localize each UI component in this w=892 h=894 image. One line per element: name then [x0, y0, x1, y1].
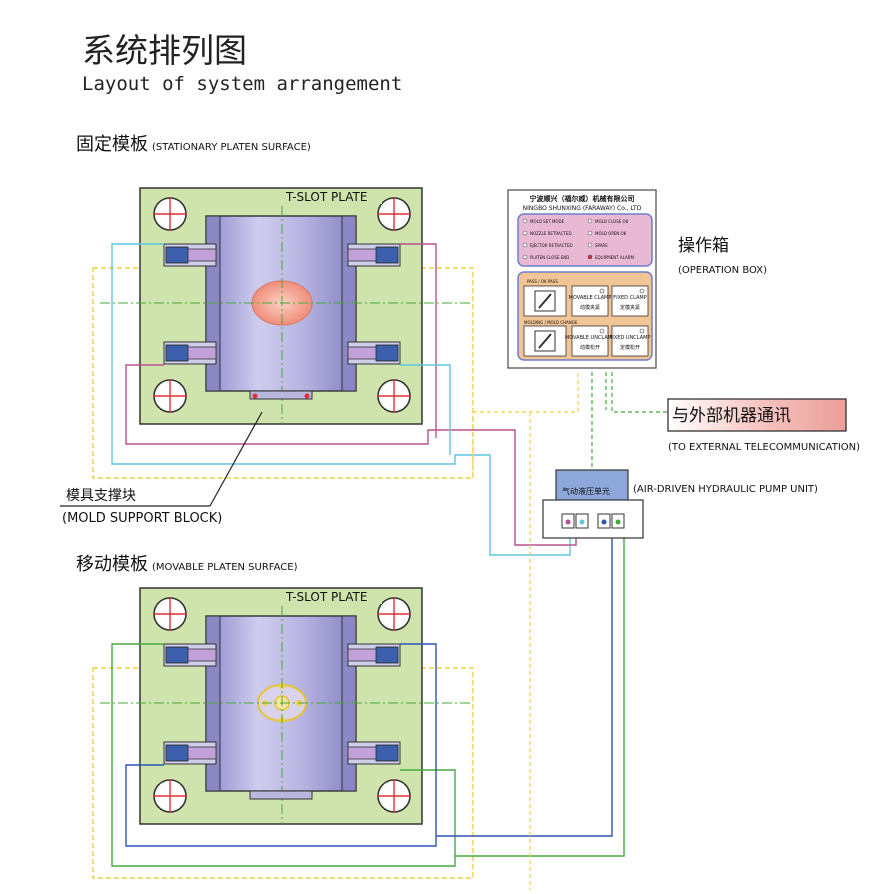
selector-switch-mode[interactable]: [523, 325, 567, 357]
button-label: MOVABLE UNCLAMP: [565, 335, 615, 341]
indicator-label: SPARE: [595, 243, 608, 248]
stationary-platen: T-SLOT PLATE: [100, 187, 470, 425]
pump-label-en: (AIR-DRIVEN HYDRAULIC PUMP UNIT): [633, 484, 818, 495]
stationary-plate-label: T-SLOT PLATE: [285, 190, 367, 204]
movable-platen: T-SLOT PLATE: [100, 587, 470, 825]
company-name-en: NINGBO SHUNXING (FARAWAY) Co., LTD: [523, 205, 642, 212]
operation-box-label-en: (OPERATION BOX): [678, 265, 767, 276]
indicator-label: MOLD OPEN OK: [595, 231, 627, 236]
button-label-cn: 定模夹紧: [620, 304, 640, 311]
movable-plate-label: T-SLOT PLATE: [285, 590, 367, 604]
signal-lines: [472, 372, 579, 890]
stationary-label-en: (STATIONARY PLATEN SURFACE): [152, 142, 311, 153]
stationary-hoses: [111, 243, 577, 556]
movable-unclamp-button[interactable]: MOVABLE UNCLAMP 动模松开: [565, 325, 615, 357]
fixed-unclamp-button[interactable]: FIXED UNCLAMP 定模松开: [610, 325, 651, 357]
title-en: Layout of system arrangement: [82, 73, 402, 95]
button-label: PASS / OK PASS: [527, 279, 558, 284]
pump-unit: 气动液压单元: [542, 469, 644, 539]
support-block-label-cn: 模具支撑块: [66, 488, 136, 504]
indicator-label: PLATEN CLOSE END: [530, 255, 569, 260]
button-label: MOLDING / MOLD CHANGE: [524, 320, 578, 325]
operation-box-label-cn: 操作箱: [678, 236, 729, 256]
button-label: FIXED CLAMP: [613, 295, 647, 301]
button-label: MOVABLE CLAMP: [569, 295, 612, 301]
company-name-cn: 宁波顺兴（福尔威）机械有限公司: [530, 194, 635, 203]
button-label-cn: 定模松开: [620, 344, 640, 351]
external-label-cn: 与外部机器通讯: [672, 406, 791, 426]
indicator-label: EQUIPMENT ALARM: [595, 255, 634, 260]
button-label: FIXED UNCLAMP: [610, 335, 651, 341]
button-label-cn: 动模夹紧: [580, 304, 600, 311]
movable-label-en: (MOVABLE PLATEN SURFACE): [152, 562, 298, 573]
external-telecom-box: [667, 398, 847, 432]
stationary-label-cn: 固定模板: [76, 134, 148, 155]
support-block-label-en: (MOLD SUPPORT BLOCK): [62, 511, 222, 526]
indicator-label: MOLD CLOSE OK: [595, 219, 629, 224]
selector-switch-pass[interactable]: [523, 285, 567, 317]
movable-hoses: [111, 520, 625, 867]
indicator-label: MOLD SET MODE: [530, 219, 565, 224]
external-label-en: (TO EXTERNAL TELECOMMUNICATION): [668, 442, 860, 453]
movable-clamp-button[interactable]: MOVABLE CLAMP 动模夹紧: [569, 285, 612, 317]
title-cn: 系统排列图: [82, 31, 247, 70]
indicator-label: EJECTOR RETRACTED: [530, 243, 573, 248]
button-label-cn: 动模松开: [580, 344, 600, 351]
indicator-label: NOZZLE RETRACTED: [530, 231, 572, 236]
operation-box: 宁波顺兴（福尔威）机械有限公司 NINGBO SHUNXING (FARAWAY…: [507, 189, 657, 369]
pump-label-cn: 气动液压单元: [562, 486, 610, 496]
indicator-panel: MOLD SET MODE MOLD CLOSE OK NOZZLE RETRA…: [522, 218, 634, 260]
fixed-clamp-button[interactable]: FIXED CLAMP 定模夹紧: [611, 285, 649, 317]
movable-label-cn: 移动模板: [76, 554, 148, 575]
